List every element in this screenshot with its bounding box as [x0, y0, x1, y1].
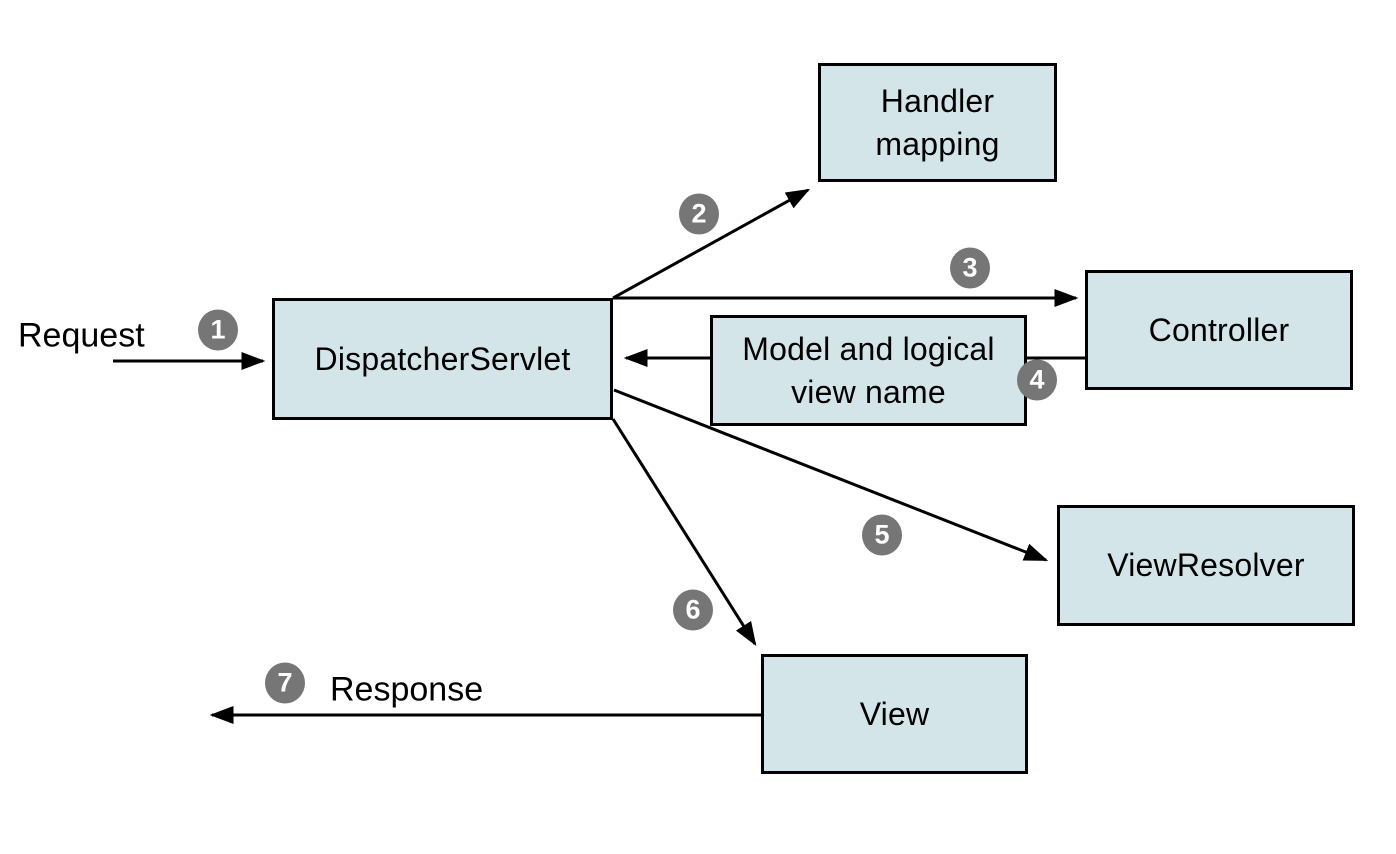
step-badge-1: 1	[198, 309, 238, 351]
node-dispatcher-servlet: DispatcherServlet	[272, 298, 613, 420]
node-view: View	[761, 654, 1028, 774]
node-view-resolver-label: ViewResolver	[1107, 547, 1305, 584]
node-handler-mapping: Handler mapping	[818, 63, 1057, 182]
node-handler-mapping-label: mapping	[875, 125, 1000, 162]
step-badge-4: 4	[1017, 359, 1057, 401]
node-handler-mapping-label: Handler	[880, 83, 995, 120]
node-model-and-logical-view-name-label: Model and logical	[742, 331, 995, 368]
step-badge-3: 3	[950, 247, 990, 289]
step-badge-6: 6	[673, 589, 713, 631]
node-model-and-logical-view-name: Model and logical view name	[710, 315, 1027, 426]
arrow-5-dispatcher-to-view-resolver	[613, 388, 1049, 562]
node-controller: Controller	[1085, 270, 1353, 390]
arrow-6-dispatcher-to-view	[611, 418, 757, 647]
arrow-2-dispatcher-to-handler-mapping	[612, 188, 811, 300]
node-view-label: View	[859, 695, 930, 732]
node-model-and-logical-view-name-label: view name	[791, 373, 946, 410]
step-badge-7: 7	[265, 662, 305, 704]
response-label: Response	[330, 670, 484, 709]
node-dispatcher-servlet-label: DispatcherServlet	[314, 340, 571, 377]
node-view-resolver: ViewResolver	[1057, 505, 1355, 626]
node-controller-label: Controller	[1148, 311, 1290, 348]
step-badge-2: 2	[679, 193, 719, 235]
step-badge-5: 5	[862, 514, 902, 556]
request-label: Request	[18, 316, 145, 355]
